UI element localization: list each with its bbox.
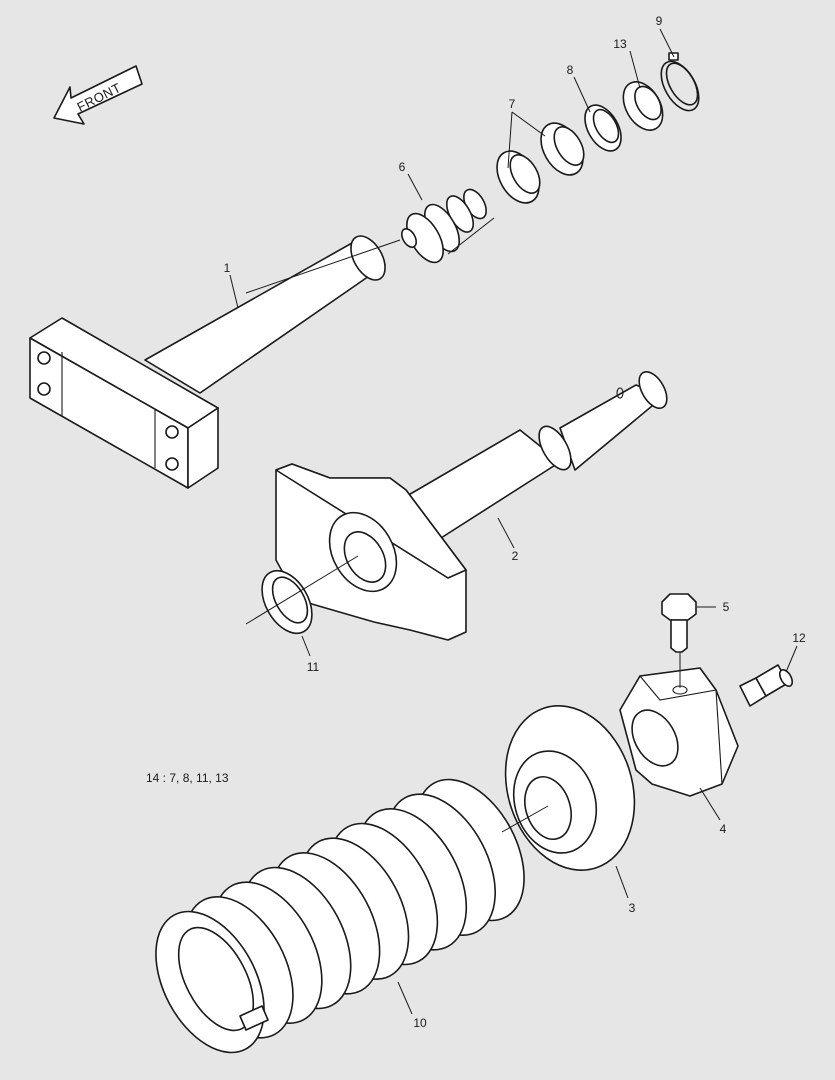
part-8-washer [584, 104, 622, 152]
spring-end-tab [239, 1005, 269, 1031]
part-10-coil-spring [155, 778, 525, 1054]
callout-10: 10 [413, 1016, 427, 1030]
callout-7: 7 [509, 97, 516, 111]
callout-8: 8 [567, 63, 574, 77]
callout-4: 4 [720, 822, 727, 836]
callout-6: 6 [399, 160, 406, 174]
part-2-cylinder-shaft [275, 371, 668, 641]
front-direction-arrow: FRONT [53, 65, 143, 125]
callout-3: 3 [629, 901, 636, 915]
callout-9: 9 [656, 14, 663, 28]
callout-5: 5 [723, 600, 730, 614]
spring-coil-bore [177, 926, 255, 1032]
callout-13: 13 [613, 37, 627, 51]
part-11-dust-seal [261, 569, 313, 635]
callout-12: 12 [792, 631, 806, 645]
kit-note: 14 : 7, 8, 11, 13 [146, 771, 229, 785]
callout-1: 1 [224, 261, 231, 275]
part-4-nut-block [619, 667, 739, 797]
part-3-spring-seat [504, 705, 636, 871]
callout-labels: 1 2 3 4 5 6 7 8 9 10 11 12 13 [224, 14, 806, 1030]
part-13-bushing [622, 81, 664, 131]
part-12-grease-fitting [739, 664, 794, 707]
part-5-bolt [661, 593, 697, 653]
part-6-piston [400, 188, 487, 264]
leader-lines [229, 28, 798, 1015]
part-1-yoke-rod [29, 235, 386, 489]
callout-11: 11 [307, 660, 320, 674]
part-7-seal-rings [496, 122, 585, 204]
callout-2: 2 [512, 549, 519, 563]
